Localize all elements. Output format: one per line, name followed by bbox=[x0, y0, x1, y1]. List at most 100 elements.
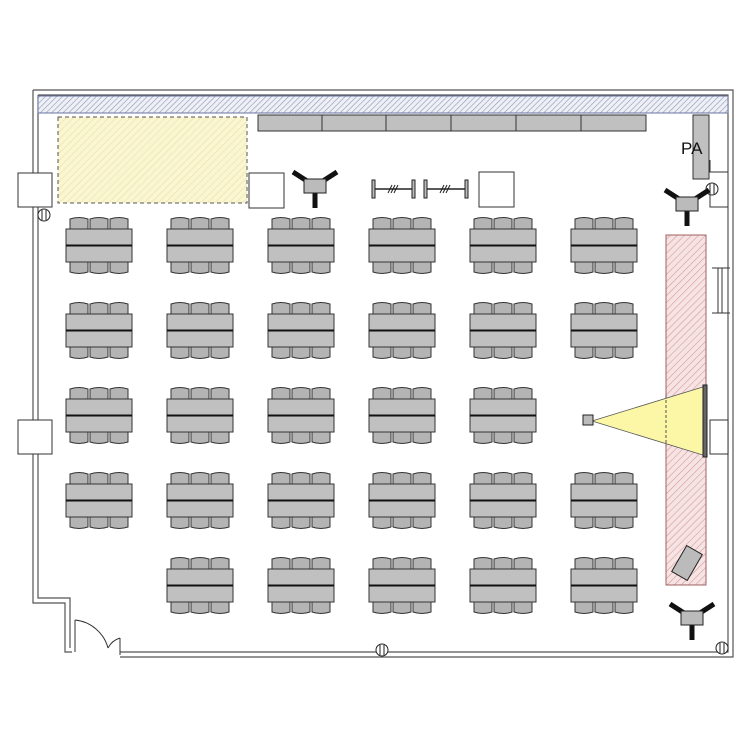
chair bbox=[109, 302, 129, 314]
table-group[interactable] bbox=[570, 302, 638, 359]
table-group[interactable] bbox=[267, 472, 335, 529]
chair bbox=[291, 302, 311, 314]
table-group[interactable] bbox=[166, 217, 234, 274]
entrance-door[interactable] bbox=[74, 619, 121, 655]
chair bbox=[190, 557, 210, 569]
chair bbox=[170, 557, 190, 569]
table-group[interactable] bbox=[469, 472, 537, 529]
chair bbox=[493, 217, 513, 229]
chair bbox=[614, 347, 634, 359]
table-group[interactable] bbox=[368, 472, 436, 529]
chair bbox=[291, 432, 311, 444]
chair bbox=[210, 472, 230, 484]
table-group[interactable] bbox=[368, 557, 436, 614]
table-group[interactable] bbox=[267, 387, 335, 444]
chair bbox=[614, 472, 634, 484]
table-group[interactable] bbox=[267, 217, 335, 274]
chair bbox=[493, 387, 513, 399]
table-group[interactable] bbox=[570, 217, 638, 274]
chair bbox=[493, 517, 513, 529]
chair bbox=[271, 347, 291, 359]
chair bbox=[513, 302, 533, 314]
reserved-area bbox=[57, 116, 248, 204]
table-group[interactable] bbox=[166, 472, 234, 529]
stanchion-barrier bbox=[371, 179, 469, 199]
chair bbox=[412, 557, 432, 569]
chair bbox=[594, 472, 614, 484]
table-group[interactable] bbox=[570, 557, 638, 614]
table-group[interactable] bbox=[267, 302, 335, 359]
chair bbox=[109, 387, 129, 399]
chair bbox=[392, 347, 412, 359]
chair bbox=[614, 262, 634, 274]
podium[interactable] bbox=[671, 544, 703, 582]
chair bbox=[372, 217, 392, 229]
side-door-right[interactable] bbox=[712, 267, 730, 314]
table-group[interactable] bbox=[65, 387, 133, 444]
chair bbox=[574, 517, 594, 529]
chair bbox=[89, 387, 109, 399]
chair bbox=[311, 217, 331, 229]
chair bbox=[473, 517, 493, 529]
chair bbox=[392, 432, 412, 444]
table-group[interactable] bbox=[368, 387, 436, 444]
chair bbox=[493, 557, 513, 569]
chair bbox=[372, 262, 392, 274]
table-group[interactable] bbox=[166, 302, 234, 359]
table-group[interactable] bbox=[570, 472, 638, 529]
camera-tripod bbox=[291, 169, 339, 208]
chair bbox=[493, 302, 513, 314]
table-group[interactable] bbox=[65, 472, 133, 529]
table-group[interactable] bbox=[267, 557, 335, 614]
chair bbox=[170, 432, 190, 444]
table-group[interactable] bbox=[469, 302, 537, 359]
chair bbox=[311, 472, 331, 484]
chair bbox=[89, 432, 109, 444]
chair bbox=[473, 347, 493, 359]
chair bbox=[574, 217, 594, 229]
chair bbox=[372, 432, 392, 444]
chair bbox=[614, 557, 634, 569]
table-group[interactable] bbox=[469, 557, 537, 614]
chair bbox=[271, 387, 291, 399]
chair bbox=[473, 302, 493, 314]
chair bbox=[69, 387, 89, 399]
column-box bbox=[478, 171, 515, 208]
chair bbox=[412, 517, 432, 529]
chair bbox=[190, 432, 210, 444]
chair bbox=[170, 347, 190, 359]
chair bbox=[412, 387, 432, 399]
chair bbox=[594, 557, 614, 569]
chair bbox=[311, 602, 331, 614]
chair bbox=[574, 602, 594, 614]
table-group[interactable] bbox=[166, 387, 234, 444]
pa-speaker[interactable] bbox=[692, 114, 710, 180]
chair bbox=[210, 217, 230, 229]
chair bbox=[190, 347, 210, 359]
chair bbox=[513, 432, 533, 444]
seating-area bbox=[65, 217, 638, 614]
chair bbox=[614, 302, 634, 314]
chair bbox=[473, 262, 493, 274]
chair bbox=[372, 347, 392, 359]
chair bbox=[412, 602, 432, 614]
table-group[interactable] bbox=[368, 217, 436, 274]
table-group[interactable] bbox=[368, 302, 436, 359]
chair bbox=[412, 347, 432, 359]
table-group[interactable] bbox=[469, 387, 537, 444]
chair bbox=[109, 472, 129, 484]
projector[interactable] bbox=[582, 385, 707, 457]
table-group[interactable] bbox=[166, 557, 234, 614]
chair bbox=[271, 217, 291, 229]
chair bbox=[311, 517, 331, 529]
table-group[interactable] bbox=[65, 217, 133, 274]
chair bbox=[210, 517, 230, 529]
chair bbox=[392, 517, 412, 529]
counter bbox=[257, 114, 647, 132]
table-group[interactable] bbox=[469, 217, 537, 274]
chair bbox=[291, 517, 311, 529]
chair bbox=[271, 302, 291, 314]
chair bbox=[69, 262, 89, 274]
table-group[interactable] bbox=[65, 302, 133, 359]
chair bbox=[89, 347, 109, 359]
